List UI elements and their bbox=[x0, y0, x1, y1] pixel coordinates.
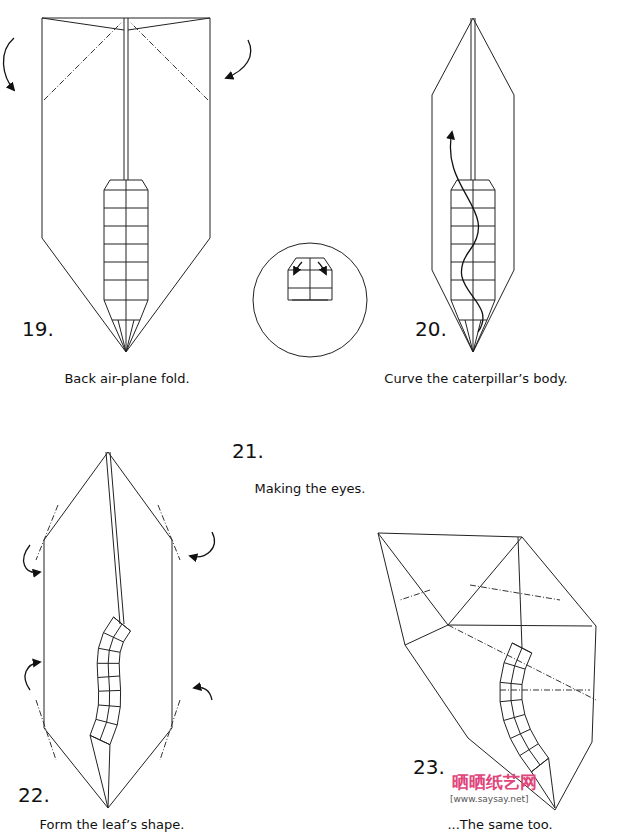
step-caption: Form the leaf’s shape. bbox=[40, 818, 185, 832]
step-caption: Making the eyes. bbox=[254, 482, 365, 496]
step-20-figure bbox=[432, 18, 514, 352]
step-caption: ...The same too. bbox=[447, 818, 552, 832]
step-number: 20. bbox=[415, 318, 447, 340]
step-caption: Back air-plane fold. bbox=[64, 372, 189, 386]
step-caption: Curve the caterpillar’s body. bbox=[384, 372, 567, 386]
step-number: 19. bbox=[22, 318, 54, 340]
step-22-figure bbox=[24, 452, 215, 808]
step-23-figure bbox=[378, 533, 596, 810]
step-21-detail bbox=[253, 243, 367, 357]
step-19-figure bbox=[3, 18, 250, 352]
step-number: 22. bbox=[18, 784, 50, 806]
step-number: 21. bbox=[232, 440, 264, 462]
watermark: 晒晒纸艺网 bbox=[452, 773, 537, 792]
step-number: 23. bbox=[413, 756, 445, 778]
watermark-url: [www.saysay.net] bbox=[450, 795, 529, 805]
